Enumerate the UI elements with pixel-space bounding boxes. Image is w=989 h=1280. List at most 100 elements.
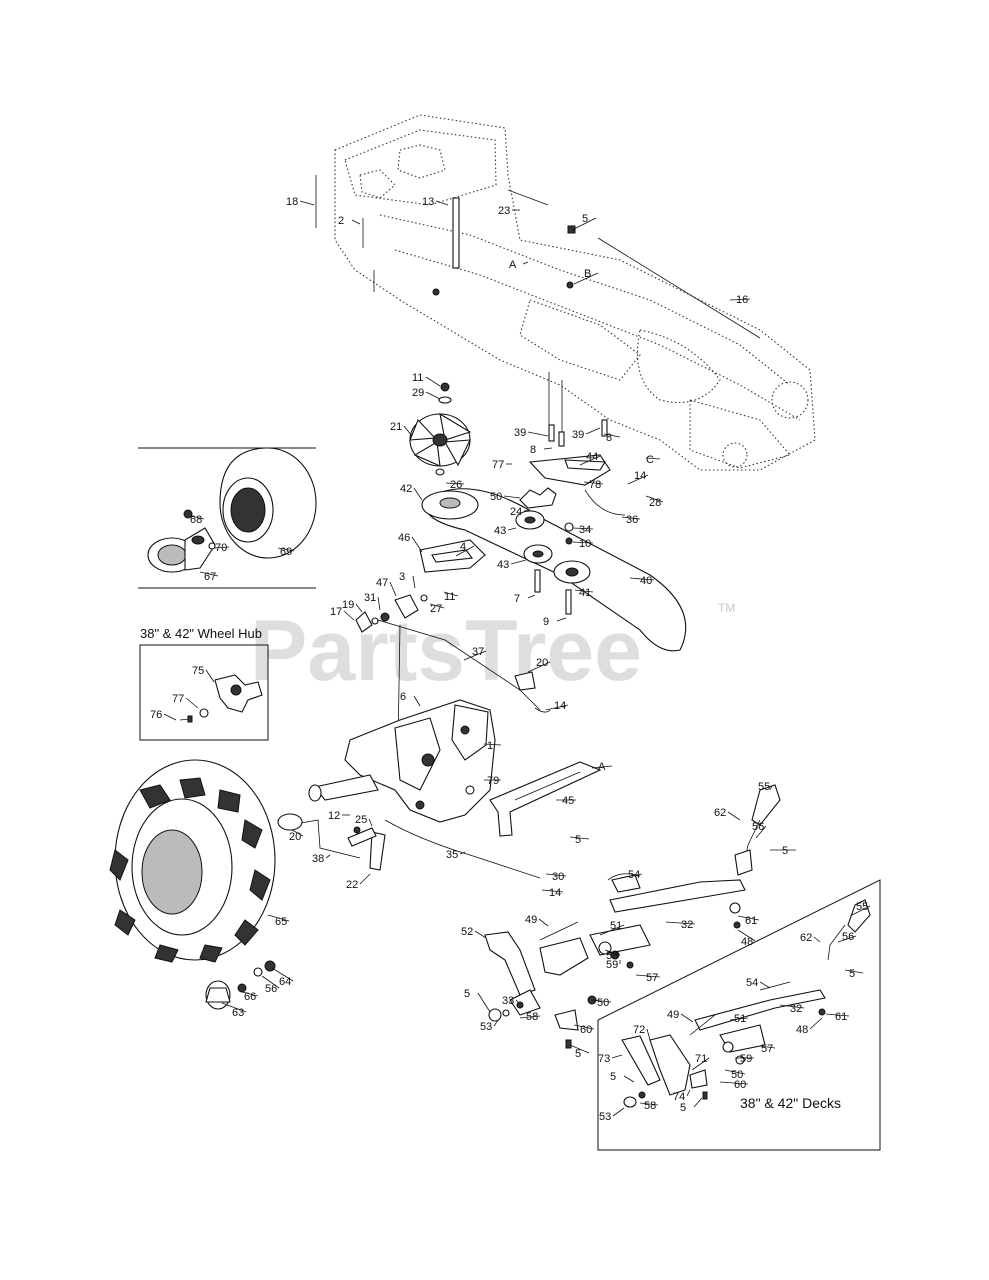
part-label: 38 <box>312 853 324 865</box>
part-label: 29 <box>412 387 424 399</box>
part-label: 34 <box>579 524 591 536</box>
part-label: 50 <box>731 1069 743 1081</box>
part-label: 61 <box>835 1011 847 1023</box>
callout-leader <box>545 873 567 877</box>
part-label: 11 <box>444 591 455 603</box>
callout-leader <box>572 527 594 530</box>
part-label: 70 <box>215 542 227 554</box>
part-label: 20 <box>536 657 548 669</box>
part-label: 5 <box>849 968 855 980</box>
callout-leader <box>515 999 519 1003</box>
part-label: 75 <box>192 665 204 677</box>
part-label: 71 <box>695 1053 707 1065</box>
callout-leader <box>629 577 655 581</box>
callout-leader <box>163 713 177 721</box>
part-label: 19 <box>342 599 354 611</box>
callout-leader <box>527 661 551 673</box>
part-label: A <box>598 761 606 773</box>
callout-leader <box>611 1054 623 1059</box>
part-label: 56 <box>265 983 277 995</box>
callout-leader <box>429 603 445 609</box>
part-label: 22 <box>346 879 358 891</box>
callout-leader <box>389 581 397 597</box>
transmission <box>308 699 496 823</box>
callout-leader <box>510 559 527 565</box>
callout-leader <box>477 992 491 1013</box>
callout-leader <box>639 1102 659 1106</box>
callout-leader <box>503 495 521 499</box>
wheel-hub-inset <box>139 644 269 741</box>
part-label: 57 <box>646 972 658 984</box>
part-label: C <box>646 454 654 466</box>
part-label: 69 <box>280 546 292 558</box>
callout-leader <box>261 975 280 989</box>
callout-leader <box>645 495 664 503</box>
part-label: 55 <box>856 901 868 913</box>
part-label: 50 <box>597 997 609 1009</box>
callout-leader <box>291 829 304 837</box>
callout-leader <box>769 785 773 791</box>
frame-hardware <box>315 175 761 339</box>
part-label: 12 <box>328 810 340 822</box>
part-label: 47 <box>376 577 388 589</box>
wheel-inset <box>138 447 317 589</box>
part-label: 60 <box>580 1024 592 1036</box>
callout-leader <box>646 1028 651 1041</box>
part-label: 39 <box>572 429 584 441</box>
callout-leader <box>359 873 371 885</box>
hub-hardware <box>205 960 276 1010</box>
callout-leader <box>851 905 871 916</box>
fan-and-pulleys <box>409 382 687 652</box>
part-label: 11 <box>412 372 423 384</box>
callout-leader <box>459 851 466 855</box>
part-label: 5 <box>782 845 788 857</box>
part-label: 49 <box>667 1009 679 1021</box>
part-label: 72 <box>633 1024 645 1036</box>
part-label: 51 <box>734 1013 746 1025</box>
part-label: 27 <box>430 603 442 615</box>
part-label: 33 <box>502 995 514 1007</box>
belt-guide-bracket <box>419 539 486 573</box>
callout-leader <box>729 1017 749 1021</box>
callout-leader <box>445 482 465 485</box>
callout-leader <box>604 949 621 956</box>
callout-leader <box>435 200 449 206</box>
callout-leader <box>541 889 564 893</box>
part-label: 32 <box>790 1003 802 1015</box>
callout-leader <box>680 1013 694 1023</box>
part-label: 78 <box>589 479 601 491</box>
part-label: 4 <box>460 541 466 553</box>
callout-leader <box>403 425 413 437</box>
callout-leader <box>635 974 661 978</box>
part-label: 45 <box>562 795 574 807</box>
part-label: 58 <box>526 1011 538 1023</box>
cooling-fan <box>409 412 472 467</box>
callout-leader <box>665 921 696 925</box>
chassis-frame <box>334 114 816 471</box>
part-label: 54 <box>628 869 640 881</box>
part-label: 23 <box>498 205 510 217</box>
callout-leader <box>737 929 756 942</box>
callout-leader <box>585 427 601 435</box>
callout-leader <box>443 591 459 597</box>
part-label: 5 <box>582 213 588 225</box>
part-label: 26 <box>450 479 462 491</box>
callout-leader <box>185 697 199 709</box>
callout-leader <box>523 509 531 512</box>
part-label: 6 <box>400 691 406 703</box>
part-label: 77 <box>492 459 504 471</box>
part-label: 63 <box>232 1007 244 1019</box>
part-label: 67 <box>204 571 216 583</box>
callout-leader <box>759 981 771 989</box>
callout-leader <box>413 695 421 707</box>
callout-leader <box>463 650 487 661</box>
callout-leader <box>591 765 613 769</box>
part-label: 73 <box>598 1053 610 1065</box>
callout-leader <box>759 1045 776 1049</box>
watermark-trademark: TM <box>718 601 735 615</box>
callout-leader <box>591 999 612 1003</box>
callout-leader <box>844 969 864 974</box>
part-label: 56 <box>752 821 764 833</box>
callout-leader <box>455 545 475 557</box>
part-label: 43 <box>497 559 509 571</box>
